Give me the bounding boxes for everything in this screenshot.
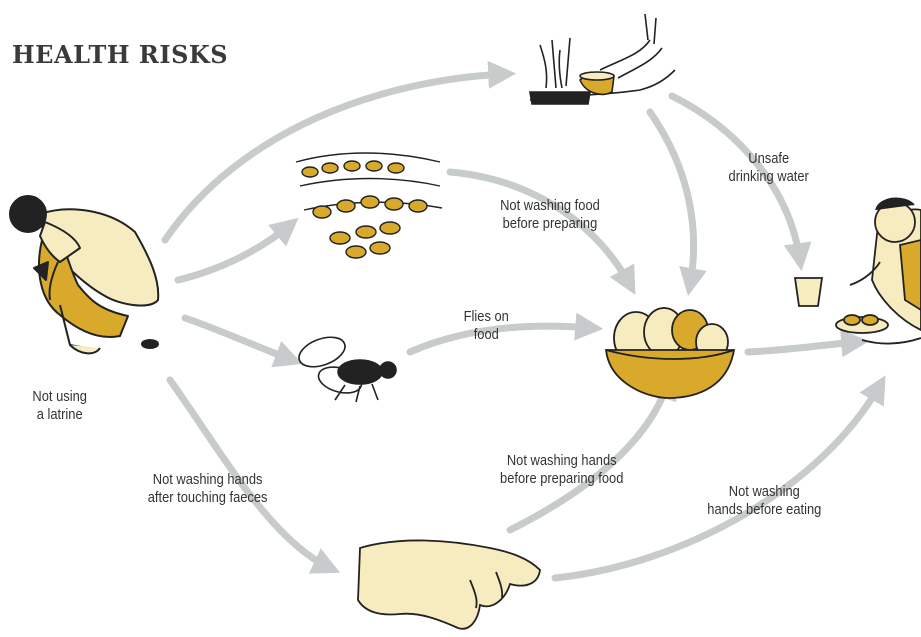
water-source-illustration — [530, 14, 675, 104]
eating-person-illustration — [795, 198, 921, 343]
hand-illustration — [358, 540, 540, 628]
squatting-person-illustration — [10, 196, 158, 353]
arrow-water-to-bowl — [650, 112, 694, 285]
arrow-bowl-to-eater — [748, 342, 858, 352]
label-not-using-latrine: Not using a latrine — [32, 388, 87, 424]
label-flies-on-food: Flies on food — [464, 308, 509, 344]
arrow-person-to-fly — [185, 318, 292, 360]
arrow-person-to-field — [178, 225, 290, 280]
food-bowl-illustration — [606, 308, 734, 398]
label-not-washing-food: Not washing food before preparing — [500, 197, 600, 233]
arrow-person-to-water — [165, 74, 505, 240]
label-not-washing-hands-before-eating: Not washing hands before eating — [707, 483, 821, 519]
crop-field-illustration — [296, 153, 442, 258]
label-not-washing-hands-faeces: Not washing hands after touching faeces — [148, 471, 268, 507]
label-not-washing-hands-before-preparing: Not washing hands before preparing food — [500, 452, 623, 488]
fly-illustration — [295, 332, 396, 402]
label-unsafe-drinking-water: Unsafe drinking water — [729, 150, 809, 186]
